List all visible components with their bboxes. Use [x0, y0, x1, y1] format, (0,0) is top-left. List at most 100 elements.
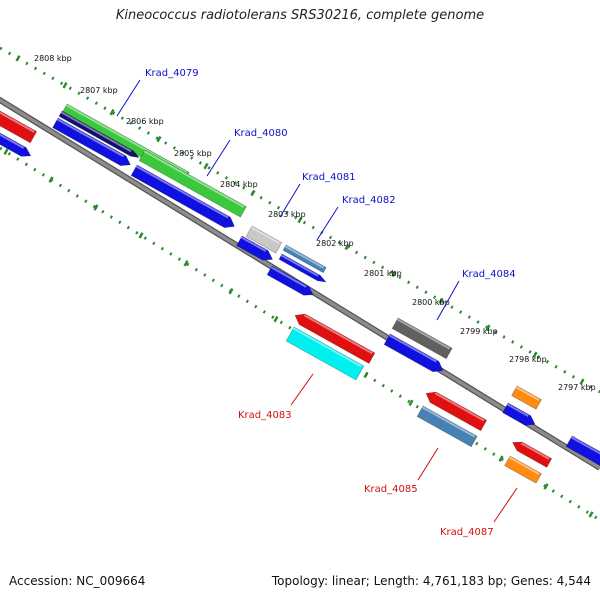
gene-block-krad-4082-blue[interactable] — [278, 253, 327, 283]
gene-block-krad-4085-steel-body — [416, 405, 478, 448]
gene-block-krad-4085-red[interactable] — [425, 391, 488, 432]
gene-block-krad-4081-gray[interactable] — [245, 225, 283, 254]
gene-block-krad-4082-steel[interactable] — [282, 244, 327, 274]
scale-tick — [62, 82, 68, 89]
gene-block-krad-4085-red-body — [425, 391, 488, 432]
scale-label: 2806 kbp — [126, 117, 164, 126]
leader-line-krad-4082 — [316, 206, 339, 241]
gene-block-blue-edge[interactable] — [565, 435, 600, 466]
leader-line-krad-4084 — [436, 280, 460, 321]
scale-label: 2799 kbp — [460, 327, 498, 336]
gene-block-krad-4084-gray[interactable] — [391, 317, 453, 360]
gene-block-krad-4087-red[interactable] — [512, 441, 553, 468]
genome-summary-text: Topology: linear; Length: 4,761,183 bp; … — [271, 574, 591, 588]
gene-label-krad-4084[interactable]: Krad_4084 — [462, 269, 516, 280]
scale-tick — [183, 260, 189, 267]
scale-tick — [138, 232, 144, 239]
scale-tick — [438, 297, 444, 305]
gene-block-blue-a[interactable] — [502, 402, 536, 426]
gene-block-blue-left-edge-highlight — [0, 133, 25, 149]
gene-label-krad-4085[interactable]: Krad_4085 — [364, 484, 418, 495]
gene-block-krad-4081-gray-highlight — [250, 226, 280, 244]
scale-tick — [363, 371, 369, 379]
gene-block-blue-left-edge[interactable] — [0, 132, 32, 157]
gene-block-krad-4083-cyan-highlight — [292, 327, 362, 368]
scale-label: 2803 kbp — [268, 210, 306, 219]
gene-label-krad-4087[interactable]: Krad_4087 — [440, 527, 494, 538]
gene-block-orange-a-highlight — [515, 386, 540, 401]
gene-block-krad-4079-blue[interactable] — [52, 117, 131, 166]
gene-block-krad-4080-blue-body — [130, 164, 235, 228]
scale-label: 2800 kbp — [412, 298, 450, 307]
scale-label: 2805 kbp — [174, 149, 212, 158]
scale-tick — [485, 324, 491, 332]
gene-block-krad-4082-blue-highlight — [280, 254, 319, 277]
gene-label-krad-4081[interactable]: Krad_4081 — [302, 172, 356, 183]
scale-tick — [579, 378, 585, 385]
gene-block-krad-4083-red[interactable] — [294, 313, 376, 364]
gene-label-krad-4079[interactable]: Krad_4079 — [145, 68, 199, 79]
scale-label: 2801 kbp — [364, 269, 402, 278]
scale-label: 2807 kbp — [80, 86, 118, 95]
gene-block-krad-4083-cyan[interactable] — [285, 326, 365, 381]
gene-block-krad-4079-navy[interactable] — [58, 110, 140, 158]
gene-block-red-edge[interactable] — [0, 110, 38, 144]
gene-block-krad-4084-blue-body — [383, 333, 444, 373]
leader-line-krad-4083 — [290, 373, 314, 406]
gene-label-krad-4080[interactable]: Krad_4080 — [234, 128, 288, 139]
gene-block-blue-a-body — [502, 402, 536, 426]
scale-tick — [15, 55, 21, 62]
gene-block-krad-4082-blue-2-body — [266, 265, 314, 296]
gene-block-krad-4079-blue-highlight — [56, 118, 125, 158]
gene-block-blue-edge-highlight — [570, 436, 600, 455]
gene-block-krad-4085-steel-highlight — [421, 406, 476, 438]
gene-block-krad-4080-blue-highlight — [135, 165, 229, 219]
scale-tick — [543, 483, 549, 490]
gene-block-krad-4080-green[interactable] — [138, 149, 247, 218]
leader-line-krad-4085 — [417, 447, 439, 481]
gene-block-krad-4079-blue-body — [52, 117, 131, 166]
gene-label-krad-4082[interactable]: Krad_4082 — [342, 195, 396, 206]
gene-block-krad-4085-steel[interactable] — [416, 405, 478, 448]
gene-block-krad-4084-gray-body — [391, 317, 453, 360]
gene-block-krad-4087-orange[interactable] — [504, 455, 542, 484]
gene-block-krad-4084-blue[interactable] — [383, 333, 444, 373]
gene-block-krad-4080-green-highlight — [143, 150, 245, 208]
scale-tick — [498, 455, 504, 462]
gene-block-krad-4079-navy-body — [58, 110, 140, 158]
gene-block-krad-4087-orange-highlight — [508, 456, 540, 475]
scale-tick — [588, 511, 594, 518]
gene-block-krad-4082-blue-body — [278, 253, 327, 283]
gene-block-krad-4085-red-highlight — [434, 392, 485, 422]
gene-block-red-edge-body — [0, 110, 38, 144]
gene-block-krad-4083-red-body — [294, 313, 376, 364]
gene-block-krad-4081-blue-highlight — [240, 236, 267, 252]
scale-tick — [391, 270, 397, 278]
scale-tick — [203, 162, 209, 170]
gene-block-blue-left-edge-body — [0, 132, 32, 157]
scale-label: 2802 kbp — [316, 239, 354, 248]
scale-tick — [532, 351, 538, 358]
gene-block-krad-4083-cyan-body — [285, 326, 365, 381]
gene-block-krad-4082-steel-highlight — [284, 245, 325, 269]
gene-block-krad-4081-blue[interactable] — [236, 235, 273, 261]
gene-block-blue-edge-body — [565, 435, 600, 466]
gene-block-krad-4083-red-highlight — [303, 314, 373, 355]
gene-block-krad-4081-gray-body — [245, 225, 283, 254]
scale-tick — [344, 243, 350, 251]
gene-label-krad-4083[interactable]: Krad_4083 — [238, 410, 292, 421]
scale-tick — [48, 176, 54, 183]
scale-tick — [228, 287, 234, 295]
gene-block-krad-4079-green-highlight — [65, 104, 188, 174]
scale-label: 2798 kbp — [509, 355, 547, 364]
gene-block-krad-4087-red-highlight — [520, 442, 550, 460]
scale-label: 2808 kbp — [34, 54, 72, 63]
gene-features — [0, 103, 600, 484]
gene-block-orange-a[interactable] — [511, 385, 542, 410]
gene-block-krad-4080-blue[interactable] — [130, 164, 235, 228]
gene-block-krad-4082-steel-body — [282, 244, 327, 274]
gene-block-krad-4082-blue-2[interactable] — [266, 265, 314, 296]
gene-block-krad-4081-blue-body — [236, 235, 273, 261]
gene-block-krad-4080-green-body — [138, 149, 247, 218]
